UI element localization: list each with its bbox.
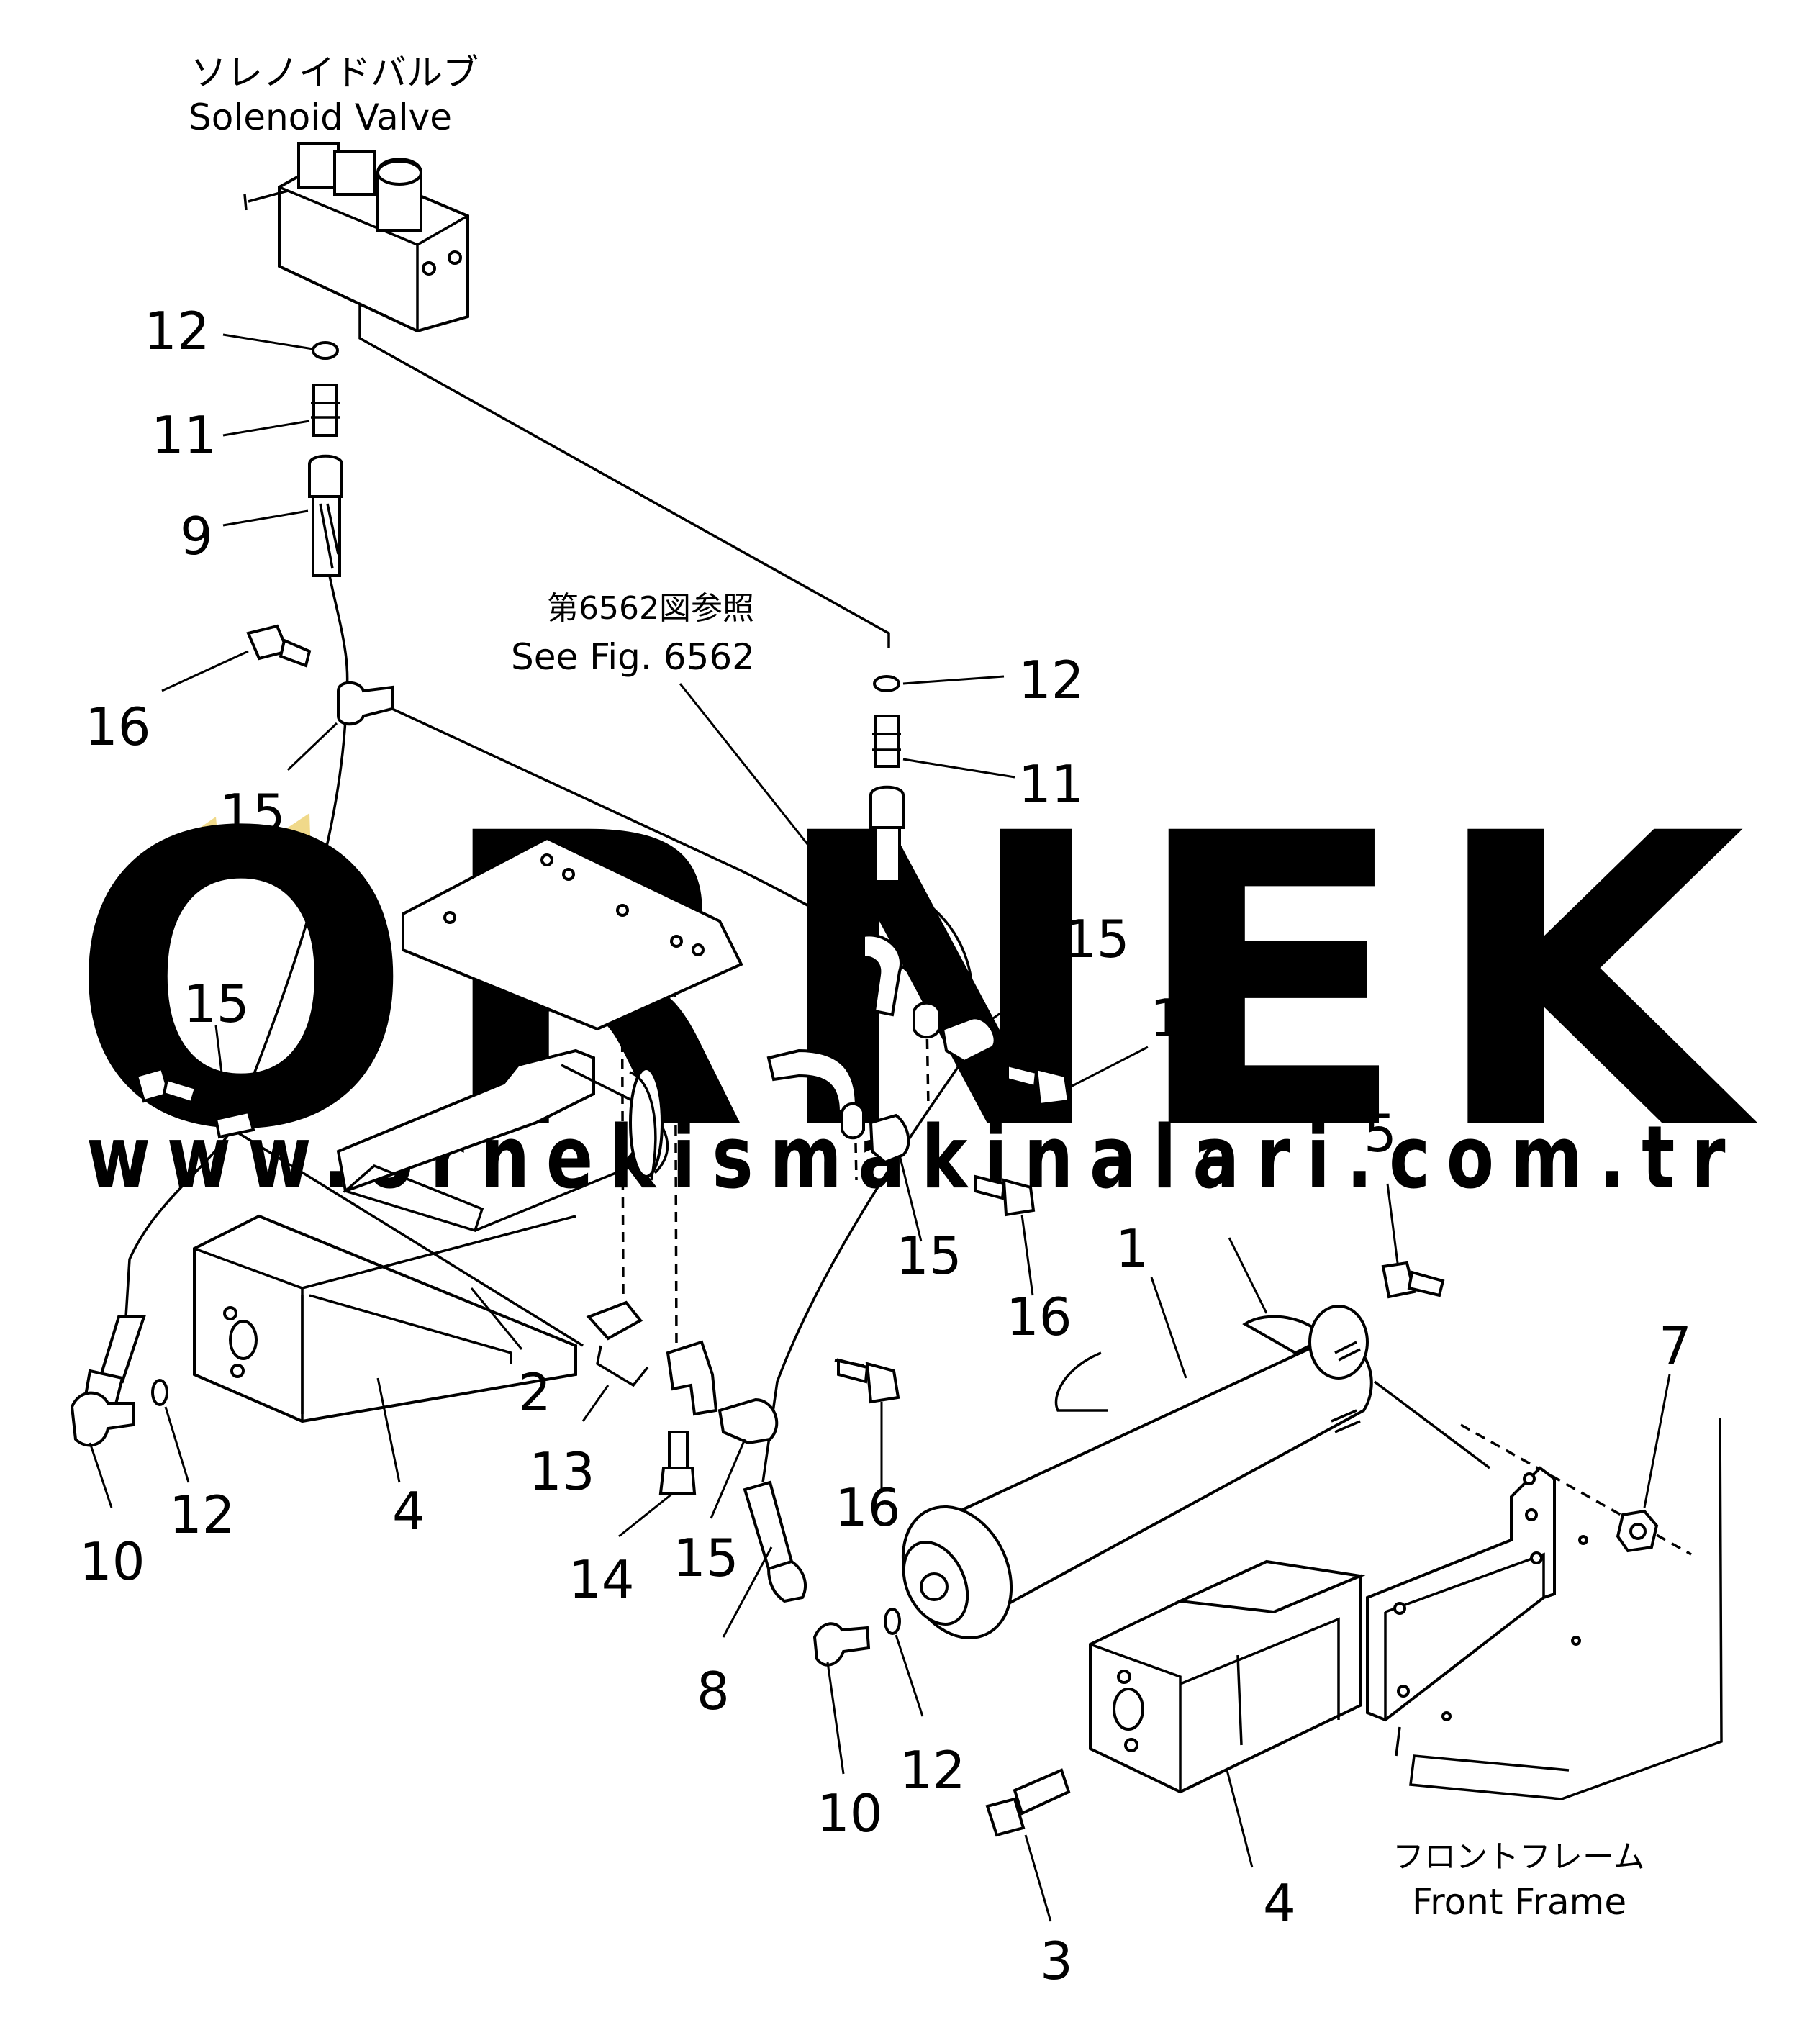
watermark: ORNEK www.ornekismakinalari.com.tr xyxy=(68,749,1745,1218)
solenoid-caption-jp: ソレノイドバルブ xyxy=(191,52,479,94)
solenoid-caption-en: Solenoid Valve xyxy=(189,96,452,138)
clamp-15-mid-a xyxy=(913,1001,941,1039)
callout-9: 9 xyxy=(180,506,213,566)
bolt-16-lower xyxy=(865,1362,900,1404)
fitting-11-top xyxy=(312,384,338,437)
solenoid-valve xyxy=(243,142,469,333)
callout-4-right: 4 xyxy=(1263,1873,1296,1934)
clamp-15-left xyxy=(214,1110,255,1139)
callout-6: 6 xyxy=(1198,1136,1231,1196)
frame-bracket xyxy=(1366,1466,1588,1722)
o-ring-12-top xyxy=(312,341,339,360)
see-fig-arrow xyxy=(679,683,874,928)
box-4-right xyxy=(1089,1559,1366,1794)
callout-13: 13 xyxy=(529,1441,595,1502)
front-frame-caption-jp: フロントフレーム xyxy=(1393,1839,1645,1875)
tube-see-fig xyxy=(862,933,902,1017)
callout-7: 7 xyxy=(1659,1315,1692,1376)
callout-16-mid: 16 xyxy=(1006,1287,1072,1347)
callout-15-top: 15 xyxy=(219,783,286,843)
callout-16-lower: 16 xyxy=(835,1477,901,1538)
callout-4-left: 4 xyxy=(392,1481,425,1541)
callout-10-left: 10 xyxy=(79,1531,145,1592)
callout-8: 8 xyxy=(697,1661,730,1721)
fitting-11-right xyxy=(874,715,900,768)
box-4-left xyxy=(193,1214,577,1423)
bracket-2 xyxy=(336,1048,669,1233)
clamp-15-mid-c xyxy=(841,1102,865,1140)
elbow-10-left xyxy=(70,1391,135,1447)
watermark-accent-left xyxy=(158,817,219,856)
bolt-16-left xyxy=(135,1066,171,1103)
parts xyxy=(70,341,1659,1837)
see-fig-caption-en: See Fig. 6562 xyxy=(511,636,755,678)
accumulator-1 xyxy=(901,1305,1373,1640)
callout-2: 2 xyxy=(518,1362,551,1423)
bolt-14 xyxy=(668,1431,689,1469)
callout-3: 3 xyxy=(1040,1931,1073,1991)
clamp-15-top xyxy=(337,681,394,726)
callout-11-right: 11 xyxy=(1018,754,1085,815)
callout-16-right: 16 xyxy=(1150,988,1216,1048)
callout-15-right: 15 xyxy=(1064,909,1130,969)
bolt-3 xyxy=(985,1797,1026,1837)
callout-11-top: 11 xyxy=(151,405,217,466)
callout-12-left: 12 xyxy=(169,1485,235,1545)
o-ring-12-right xyxy=(873,675,900,692)
callout-15-mid: 15 xyxy=(896,1226,962,1286)
clamp-15-lower xyxy=(717,1397,779,1445)
o-ring-12-left xyxy=(151,1379,168,1406)
hose-8 xyxy=(743,1480,794,1571)
callouts: 12 11 9 16 15 16 15 12 11 15 16 15 16 5 … xyxy=(79,301,1692,1991)
callout-15-lower: 15 xyxy=(673,1528,739,1588)
elbow-10-right xyxy=(812,1622,871,1667)
captions: ソレノイドバルブ Solenoid Valve 第6562図参照 See Fig… xyxy=(189,52,1645,1923)
hose-9 xyxy=(308,454,343,498)
callout-16-top: 16 xyxy=(85,697,151,757)
bolt-16-right xyxy=(1006,1063,1038,1089)
watermark-accent-right xyxy=(245,813,311,856)
bolt-5 xyxy=(1381,1261,1416,1299)
callout-5: 5 xyxy=(1364,1103,1397,1164)
front-frame-caption-en: Front Frame xyxy=(1412,1881,1626,1923)
hose-left-lower xyxy=(99,1315,146,1384)
callout-1: 1 xyxy=(1115,1218,1149,1279)
callout-16-left: 16 xyxy=(101,916,167,977)
bolt-16-mid xyxy=(1002,1178,1036,1217)
callout-12-lower: 12 xyxy=(900,1740,966,1800)
callout-10-right: 10 xyxy=(817,1783,883,1844)
bracket-13 xyxy=(586,1300,643,1341)
clamp-15-mid-d xyxy=(869,1113,910,1164)
callout-15-left: 15 xyxy=(184,974,250,1034)
see-fig-caption-jp: 第6562図参照 xyxy=(547,590,754,627)
callout-14: 14 xyxy=(569,1549,635,1610)
callout-12-top: 12 xyxy=(144,301,210,361)
o-ring-12-lower xyxy=(884,1608,901,1635)
upper-plate xyxy=(402,836,743,1031)
clamp-15-mid-b xyxy=(941,1016,997,1064)
pipe-routes xyxy=(124,302,1723,1800)
callout-12-right: 12 xyxy=(1018,650,1085,710)
